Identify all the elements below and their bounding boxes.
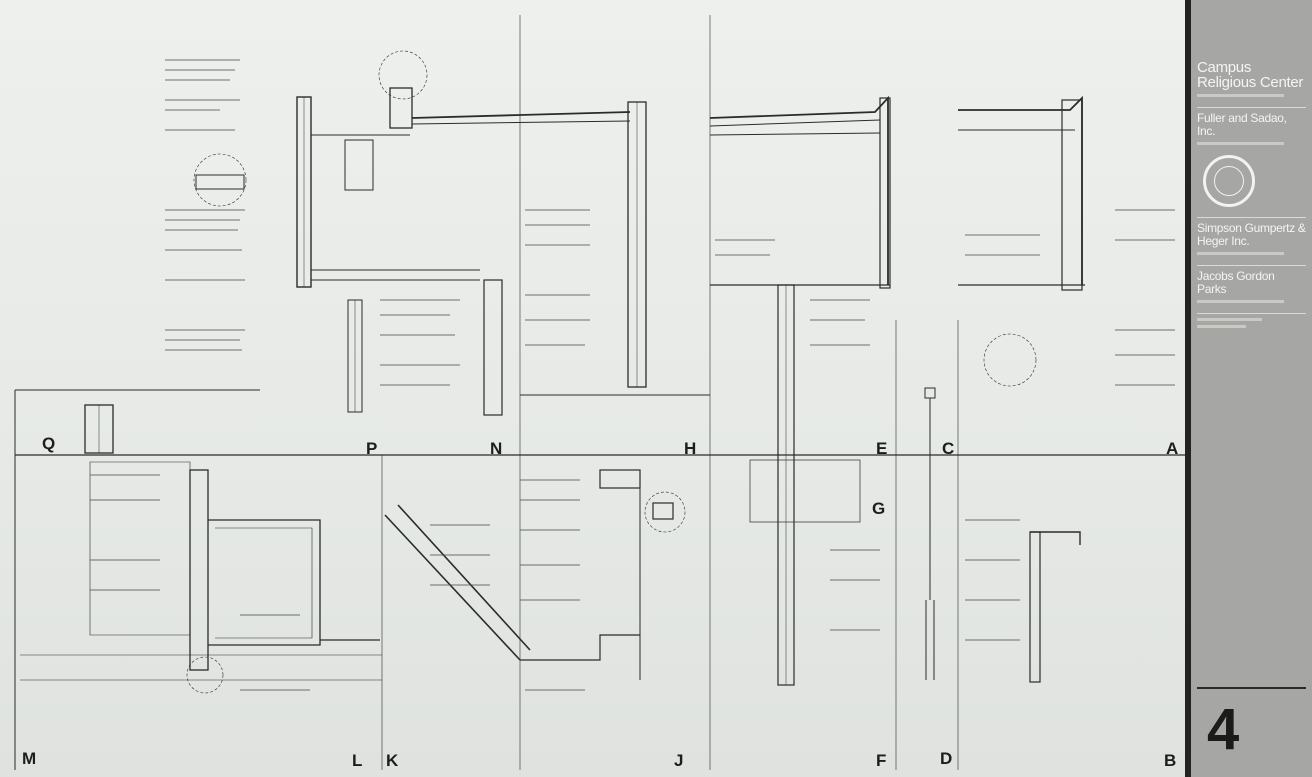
architect-name: Fuller and Sadao, Inc. <box>1197 111 1287 138</box>
engineer-address-bar <box>1197 252 1285 255</box>
revision-bar <box>1197 318 1263 321</box>
consultant-address-bar <box>1197 300 1285 303</box>
divider <box>1197 313 1306 314</box>
grid-label-g: G <box>872 499 886 518</box>
grid-label-k: K <box>386 751 399 770</box>
divider <box>1197 217 1306 218</box>
project-name: Campus Religious Center <box>1197 59 1304 91</box>
grid-label-n: N <box>490 439 503 458</box>
project-subtitle-bar <box>1197 94 1285 97</box>
grid-label-p: P <box>366 439 378 458</box>
grid-label-l: L <box>352 751 363 770</box>
architect-address-bar <box>1197 142 1285 145</box>
sheet-number-box: 4 <box>1197 687 1306 769</box>
architectural-drawing <box>14 15 1185 770</box>
divider <box>1197 107 1306 108</box>
consultant-name: Jacobs Gordon Parks <box>1197 269 1275 296</box>
grid-label-j: J <box>674 751 684 770</box>
engineer-name: Simpson Gumpertz & Heger Inc. <box>1197 221 1306 248</box>
seal-icon <box>1203 155 1255 207</box>
grid-label-c: C <box>942 439 955 458</box>
drawing-sheet: Q P N H E C A M L K J F D B G <box>0 0 1185 777</box>
revision-bar <box>1197 325 1247 328</box>
grid-label-a: A <box>1166 439 1179 458</box>
grid-label-h: H <box>684 439 697 458</box>
grid-label-m: M <box>22 749 37 768</box>
grid-label-e: E <box>876 439 888 458</box>
grid-label-b: B <box>1164 751 1177 770</box>
sheet-number: 4 <box>1207 697 1240 762</box>
grid-label-q: Q <box>42 434 56 453</box>
title-block: Campus Religious Center Fuller and Sadao… <box>1185 0 1312 777</box>
divider <box>1197 265 1306 266</box>
grid-label-f: F <box>876 751 887 770</box>
grid-label-d: D <box>940 749 953 768</box>
